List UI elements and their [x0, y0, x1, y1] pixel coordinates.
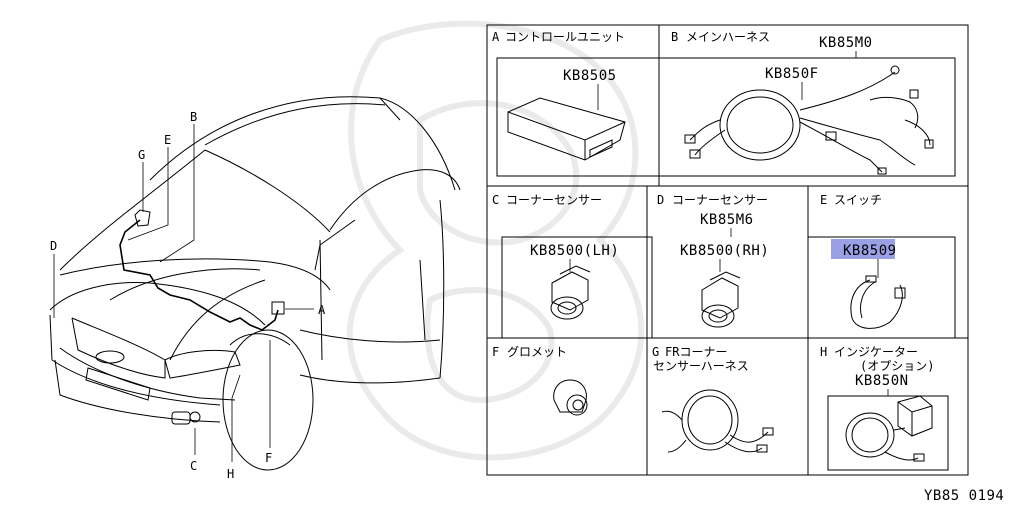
section-f-letter: F: [492, 345, 499, 359]
part-kb8500-lh: KB8500(LH): [530, 243, 619, 259]
callout-f: F: [265, 451, 272, 465]
section-e-name: スイッチ: [834, 193, 882, 207]
callout-d: D: [50, 239, 57, 253]
section-a-letter: A: [492, 30, 500, 44]
callout-g: H: [227, 467, 234, 481]
part-kb8509[interactable]: KB8509: [843, 243, 897, 259]
section-g-name-line2: センサーハーネス: [653, 359, 749, 373]
section-g-name-line1: FRコーナー: [665, 345, 727, 359]
figure-code: YB85 0194: [924, 488, 1004, 504]
grommet-drawing: [553, 379, 588, 416]
section-h-name-line2: (オプション): [860, 359, 934, 373]
callout-e: E: [164, 133, 171, 147]
sensor-lh-drawing: [550, 265, 591, 320]
part-kb8505: KB8505: [563, 68, 617, 84]
car-callout-labels: B E G D A C H F: [50, 110, 326, 481]
section-a-name: コントロールユニット: [505, 30, 625, 44]
section-b-name: メインハーネス: [686, 30, 770, 44]
section-h-letter: H: [820, 345, 827, 359]
section-d-name: コーナーセンサー: [672, 193, 768, 207]
section-c-corner-sensor-lh: C コーナーセンサー KB8500(LH): [492, 193, 653, 339]
section-d-letter: D: [657, 193, 664, 207]
section-g-fr-sensor-harness: G FRコーナー センサーハーネス: [652, 345, 774, 453]
section-e-letter: E: [820, 193, 827, 207]
section-h-name-line1: インジケーター: [834, 345, 918, 359]
indicator-drawing: [845, 395, 933, 462]
section-f-name: グロメット: [507, 345, 567, 359]
section-c-letter: C: [492, 193, 499, 207]
section-c-name: コーナーセンサー: [506, 193, 602, 207]
section-f-grommet: F グロメット: [492, 345, 588, 416]
section-e-switch: E スイッチ KB8509: [807, 193, 956, 339]
watermark-logo: [346, 20, 645, 461]
callout-c: C: [190, 459, 197, 473]
switch-drawing: [850, 275, 906, 329]
fr-harness-drawing: [661, 389, 774, 453]
sensor-rh-drawing: [701, 271, 741, 328]
kit-kb85m6: KB85M6: [700, 212, 754, 228]
section-d-corner-sensor-rh: D コーナーセンサー KB85M6 KB8500(RH): [657, 193, 769, 328]
kit-kb85m0: KB85M0: [819, 35, 873, 51]
part-highlight: [831, 239, 895, 259]
callout-h: G: [138, 148, 145, 162]
section-b-letter: B: [671, 30, 678, 44]
part-kb8500-rh: KB8500(RH): [680, 243, 769, 259]
control-unit-drawing: [507, 97, 626, 161]
section-h-indicator: H インジケーター (オプション) KB850N: [820, 345, 949, 471]
callout-a: A: [318, 303, 326, 317]
harness-drawing: [684, 65, 934, 175]
part-kb850f: KB850F: [765, 66, 819, 82]
car-illustration: [49, 96, 461, 471]
section-b-main-harness: B メインハーネス KB85M0 KB850F: [658, 30, 956, 177]
section-g-letter: G: [652, 345, 659, 359]
callout-b: B: [190, 110, 197, 124]
callout-leaders: [53, 124, 314, 462]
part-kb850n: KB850N: [855, 373, 909, 389]
